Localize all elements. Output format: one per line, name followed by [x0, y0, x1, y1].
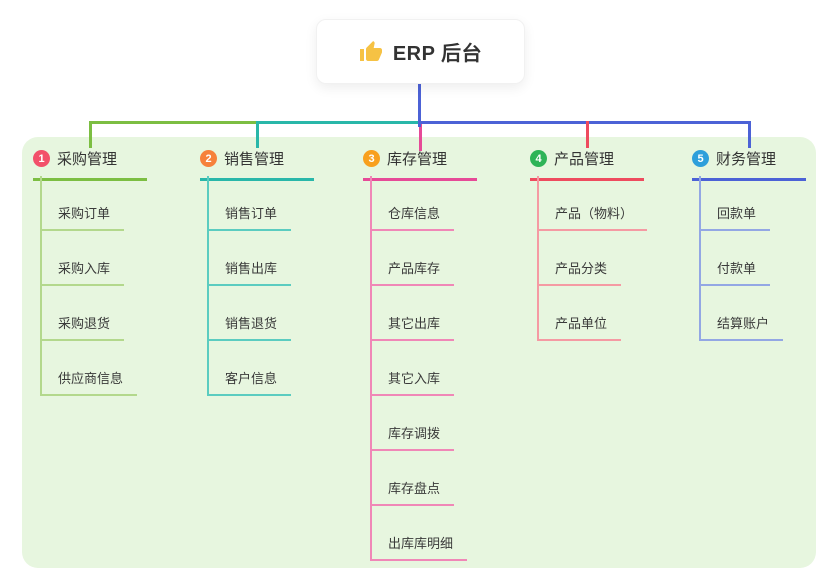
child-node: 采购订单: [42, 176, 147, 231]
branch-title-label: 财务管理: [716, 151, 777, 168]
branch-number-badge: 2: [200, 150, 217, 167]
child-node: 销售出库: [209, 231, 314, 286]
branch-title-3[interactable]: 3 库存管理: [363, 148, 477, 181]
child-node-label[interactable]: 产品（物料）: [539, 203, 648, 231]
connector-drop-1: [88, 121, 92, 148]
branch-number-badge: 4: [530, 150, 547, 167]
branch-children-2: 销售订单销售出库销售退货客户信息: [207, 176, 314, 396]
child-node-label[interactable]: 销售退货: [209, 313, 292, 341]
branch-1: 1 采购管理采购订单采购入库采购退货供应商信息: [33, 148, 147, 396]
child-node: 库存盘点: [372, 451, 477, 506]
child-node-label[interactable]: 销售出库: [209, 258, 292, 286]
child-node-label[interactable]: 结算账户: [701, 313, 784, 341]
thumbs-up-icon: [359, 40, 383, 64]
branch-title-2[interactable]: 2 销售管理: [200, 148, 314, 181]
child-node-label[interactable]: 付款单: [701, 258, 771, 286]
child-node: 出库库明细: [372, 506, 477, 561]
child-node: 其它出库: [372, 286, 477, 341]
branch-4: 4 产品管理产品（物料） 产品分类产品单位: [530, 148, 648, 341]
branch-number-badge: 5: [692, 150, 709, 167]
child-node-label[interactable]: 其它入库: [372, 368, 455, 396]
connector-root-vertical: [418, 82, 421, 127]
child-node-label[interactable]: 回款单: [701, 203, 771, 231]
connector-drop-4: [585, 121, 589, 148]
child-node: 其它入库: [372, 341, 477, 396]
child-node-label[interactable]: 产品分类: [539, 258, 622, 286]
child-node-label[interactable]: 供应商信息: [42, 368, 138, 396]
connector-drop-2: [255, 121, 259, 148]
child-node-label[interactable]: 采购订单: [42, 203, 125, 231]
child-node: 仓库信息: [372, 176, 477, 231]
child-node: 库存调拨: [372, 396, 477, 451]
child-node: 产品分类: [539, 231, 647, 286]
child-node: 采购入库: [42, 231, 147, 286]
child-node: 付款单: [701, 231, 806, 286]
connector-horizontal-teal: [257, 121, 420, 124]
branch-title-label: 产品管理: [554, 151, 615, 168]
branches-panel: [22, 137, 816, 568]
branch-2: 2 销售管理销售订单销售出库销售退货客户信息: [200, 148, 314, 396]
child-node-label[interactable]: 出库库明细: [372, 533, 468, 561]
branch-children-4: 产品（物料） 产品分类产品单位: [537, 176, 648, 341]
connector-drop-5: [747, 121, 751, 148]
connector-drop-3: [418, 124, 422, 151]
branch-number-badge: 3: [363, 150, 380, 167]
branch-title-5[interactable]: 5 财务管理: [692, 148, 806, 181]
child-node: 产品单位: [539, 286, 647, 341]
connector-horizontal-green: [90, 121, 257, 124]
child-node: 销售退货: [209, 286, 314, 341]
child-node: 结算账户: [701, 286, 806, 341]
root-node[interactable]: ERP 后台: [316, 19, 525, 84]
connector-horizontal-blue: [420, 121, 751, 124]
child-node-label[interactable]: 产品库存: [372, 258, 455, 286]
child-node-label[interactable]: 产品单位: [539, 313, 622, 341]
child-node: 产品库存: [372, 231, 477, 286]
branch-children-3: 仓库信息产品库存其它出库其它入库库存调拨库存盘点出库库明细: [370, 176, 477, 561]
child-node: 供应商信息: [42, 341, 147, 396]
root-title: ERP 后台: [392, 43, 483, 65]
branch-title-1[interactable]: 1 采购管理: [33, 148, 147, 181]
branch-5: 5 财务管理回款单付款单结算账户: [692, 148, 806, 341]
branch-children-1: 采购订单采购入库采购退货供应商信息: [40, 176, 147, 396]
branch-number-badge: 1: [33, 150, 50, 167]
child-node-label[interactable]: 库存调拨: [372, 423, 455, 451]
child-node: 客户信息: [209, 341, 314, 396]
branch-title-4[interactable]: 4 产品管理: [530, 148, 644, 181]
child-node: 回款单: [701, 176, 806, 231]
child-node-label[interactable]: 其它出库: [372, 313, 455, 341]
branch-title-label: 销售管理: [224, 151, 285, 168]
child-node-label[interactable]: 采购入库: [42, 258, 125, 286]
child-node-label[interactable]: 客户信息: [209, 368, 292, 396]
child-node-label[interactable]: 仓库信息: [372, 203, 455, 231]
child-node: 销售订单: [209, 176, 314, 231]
child-node-label[interactable]: 销售订单: [209, 203, 292, 231]
branch-3: 3 库存管理仓库信息产品库存其它出库其它入库库存调拨库存盘点出库库明细: [363, 148, 477, 561]
branch-title-label: 采购管理: [57, 151, 118, 168]
branch-title-label: 库存管理: [387, 151, 448, 168]
child-node-label[interactable]: 库存盘点: [372, 478, 455, 506]
branch-children-5: 回款单付款单结算账户: [699, 176, 806, 341]
child-node-label[interactable]: 采购退货: [42, 313, 125, 341]
child-node: 采购退货: [42, 286, 147, 341]
child-node: 产品（物料）: [539, 176, 648, 231]
